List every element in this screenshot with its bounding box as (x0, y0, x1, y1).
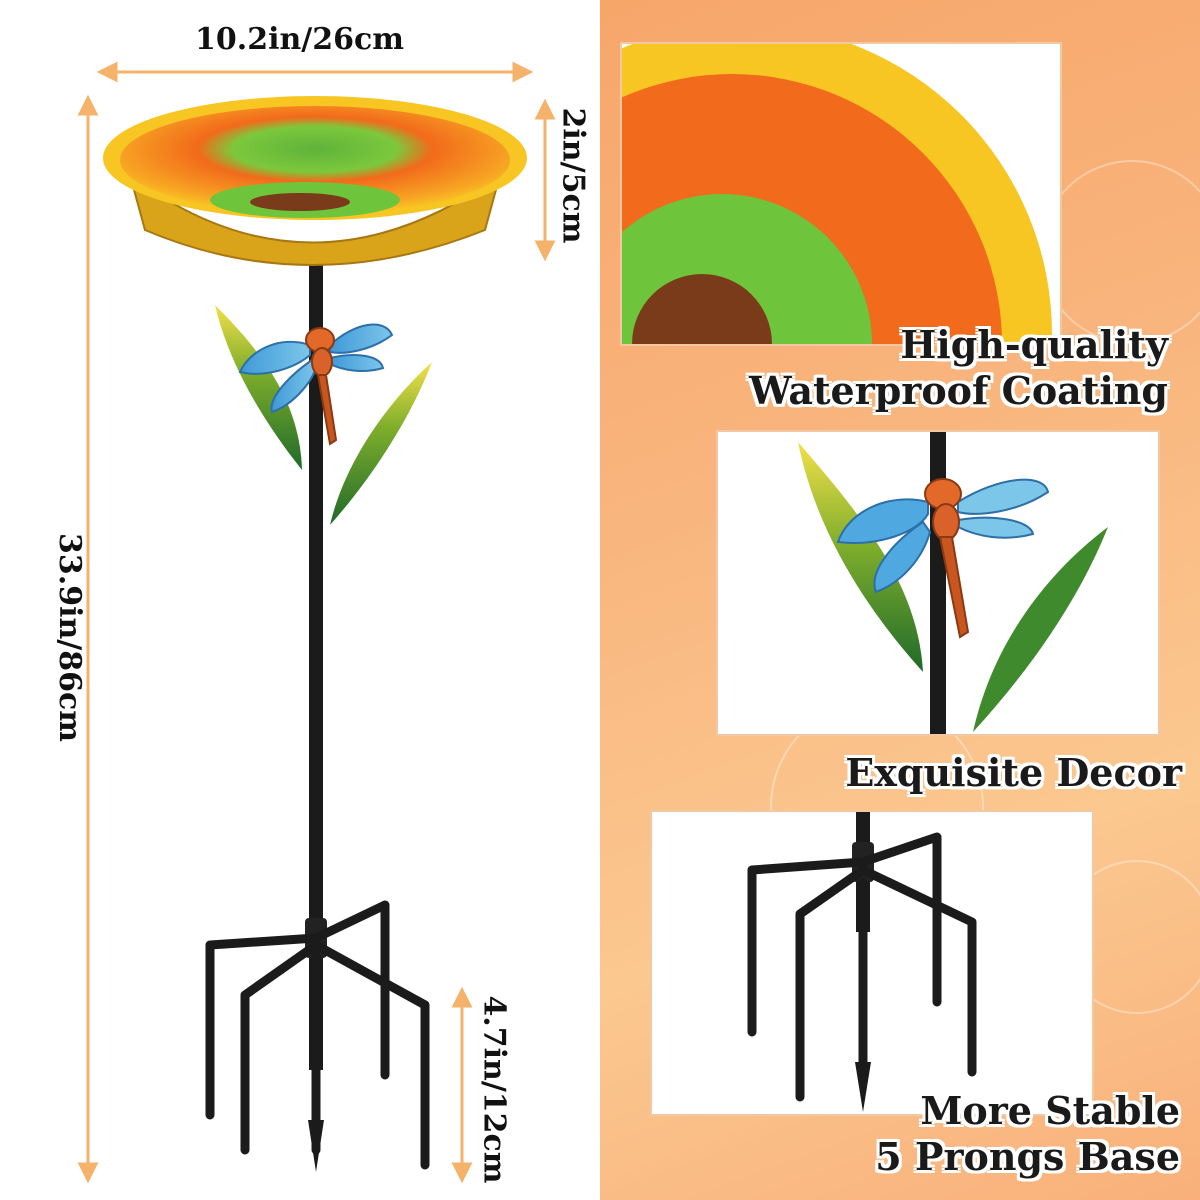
leaf-right (330, 362, 432, 525)
sunflower-bowl (103, 96, 527, 266)
decor-closeup-frame (716, 430, 1160, 736)
height-label: 33.9in/86cm (52, 533, 87, 742)
dragonfly (238, 323, 394, 446)
prong-length-arrow (451, 986, 473, 1184)
base-closeup-frame (650, 810, 1094, 1116)
leaf-left (215, 305, 302, 470)
prong-base (205, 900, 430, 1170)
feature-decor-line1: Exquisite Decor (845, 750, 1182, 795)
bowl-depth-arrow (534, 98, 556, 262)
feature-coating-line2: Waterproof Coating (748, 368, 1168, 413)
bowl-depth-label: 2in/5cm (555, 107, 591, 244)
feature-base-label: More Stable 5 Prongs Base (650, 1088, 1180, 1180)
pole (309, 250, 323, 1070)
feature-coating-line1: High-quality (900, 322, 1168, 367)
width-label: 10.2in/26cm (195, 22, 404, 57)
flower-outline-decoration (1040, 160, 1200, 344)
bowl-closeup-image (622, 44, 1060, 344)
feature-coating-label: High-quality Waterproof Coating (620, 322, 1168, 414)
decor-closeup-image (718, 432, 1158, 734)
center-spike (308, 1120, 324, 1172)
feature-base-line1: More Stable (920, 1088, 1180, 1133)
feature-decor-label: Exquisite Decor (716, 750, 1182, 796)
base-closeup-image (652, 812, 1092, 1114)
width-arrow (96, 61, 534, 83)
bird-bath-illustration (77, 61, 556, 1184)
bowl-closeup-frame (620, 42, 1062, 346)
height-arrow (77, 94, 99, 1184)
feature-base-line2: 5 Prongs Base (875, 1134, 1180, 1179)
prong-length-label: 4.7in/12cm (476, 995, 512, 1184)
